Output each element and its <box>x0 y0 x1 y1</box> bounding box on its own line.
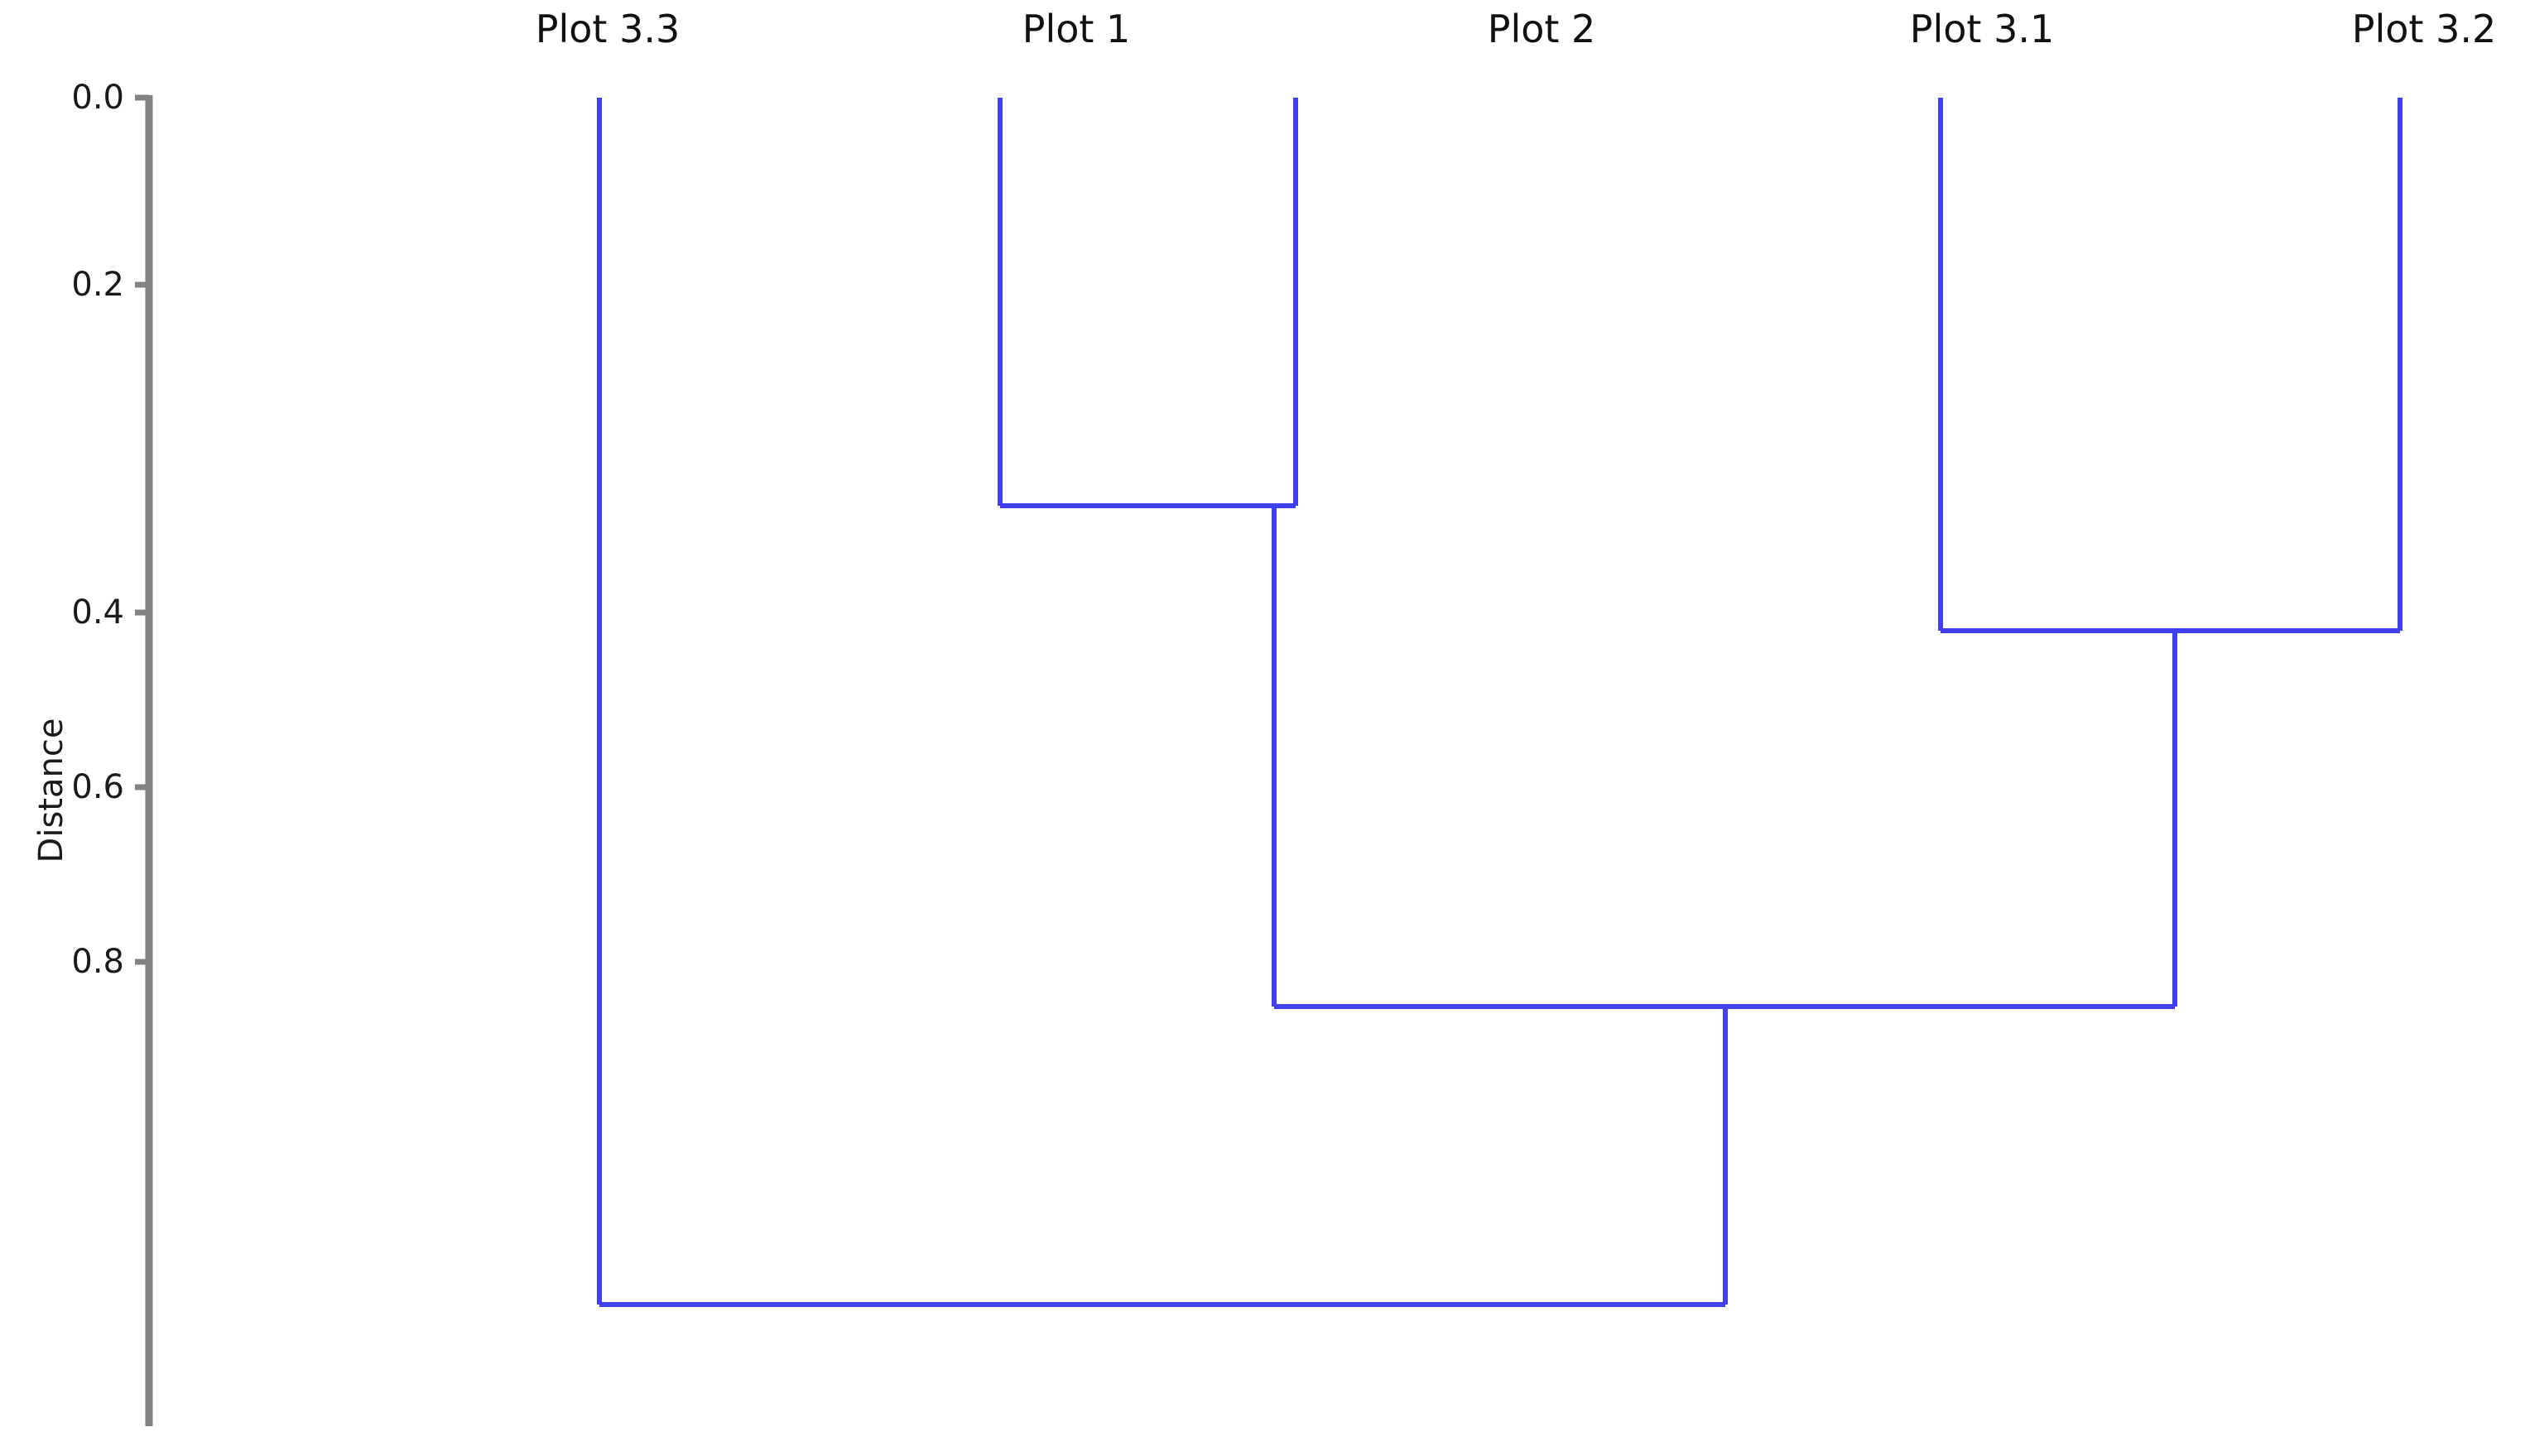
leaf-label-plot-1: Plot 1 <box>1022 7 1131 51</box>
dendrogram-links <box>597 98 2403 1307</box>
leaf-label-plot-2: Plot 2 <box>1487 7 1596 51</box>
leaf-label-plot-3-1: Plot 3.1 <box>1909 7 2055 51</box>
leaf-label-plot-3-3: Plot 3.3 <box>535 7 681 51</box>
y-tick-label-2: 0.4 <box>71 593 124 632</box>
y-axis-title: Distance <box>32 718 70 863</box>
y-tick-label-4: 0.8 <box>71 943 124 981</box>
y-tick-label-1: 0.2 <box>71 266 124 304</box>
y-tick-label-3: 0.6 <box>71 768 124 806</box>
y-tick-label-0: 0.0 <box>71 79 124 117</box>
leaf-label-plot-3-2: Plot 3.2 <box>2351 7 2497 51</box>
